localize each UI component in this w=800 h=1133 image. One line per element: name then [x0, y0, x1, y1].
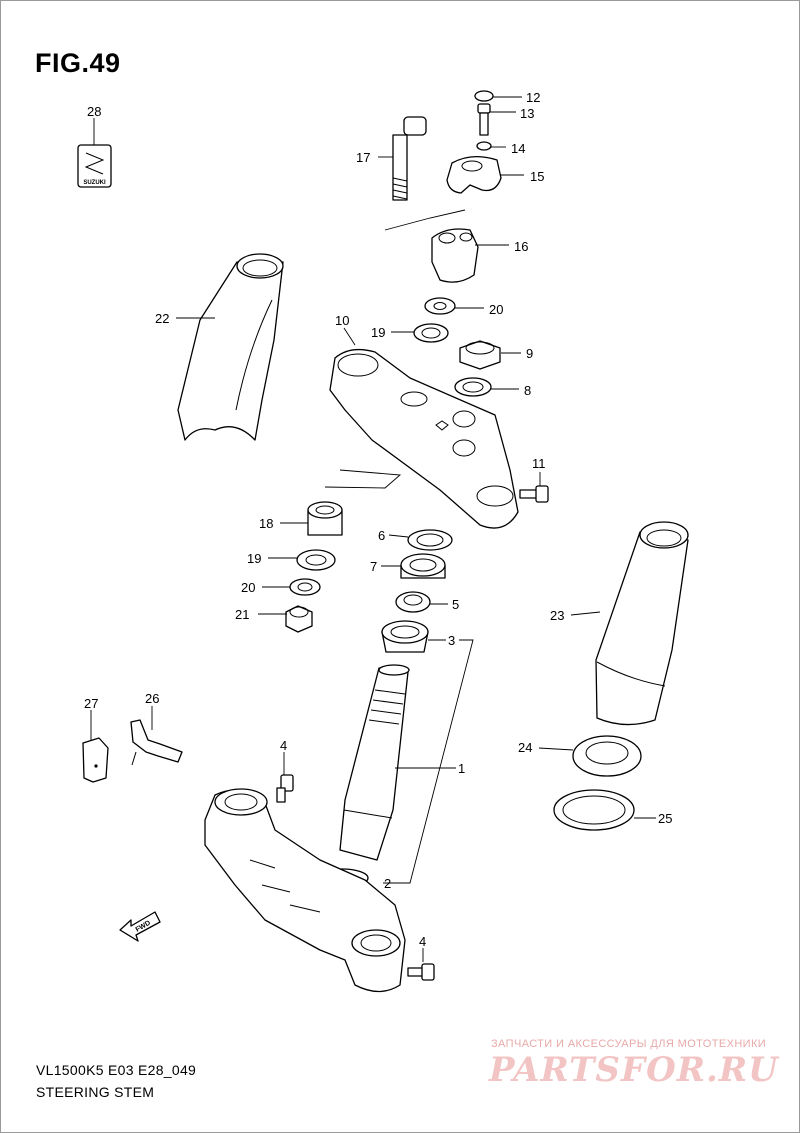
- part-20-washer-upper: [424, 297, 456, 315]
- callout-15: 15: [530, 169, 544, 184]
- part-16-handlebar-holder: [431, 228, 479, 283]
- callout-25: 25: [658, 811, 672, 826]
- callout-19-upper: 19: [371, 325, 385, 340]
- part-8-washer: [454, 377, 492, 397]
- callout-27: 27: [84, 696, 98, 711]
- callout-6: 6: [378, 528, 385, 543]
- callout-16: 16: [514, 239, 528, 254]
- part-18-spacer: [307, 501, 343, 536]
- alignment-line-2: [324, 469, 402, 489]
- callout-18: 18: [259, 516, 273, 531]
- part-14-washer: [476, 141, 492, 151]
- lower-bracket: [204, 788, 406, 993]
- part-4-bolt-lower: [407, 963, 435, 981]
- part-6-lock-nut: [407, 529, 453, 551]
- watermark-caption: ЗАПЧАСТИ И АКСЕССУАРЫ ДЛЯ МОТОТЕХНИКИ: [491, 1038, 767, 1050]
- section-name: STEERING STEM: [36, 1084, 155, 1100]
- callout-17: 17: [356, 150, 370, 165]
- callout-9: 9: [526, 346, 533, 361]
- emblem-text: SUZUKI: [83, 180, 106, 186]
- callout-13: 13: [520, 106, 534, 121]
- part-26-bolt: [130, 719, 183, 766]
- part-25-washer: [553, 789, 635, 831]
- fwd-arrow: FWD: [119, 911, 161, 942]
- callout-12: 12: [526, 90, 540, 105]
- callout-19-lower: 19: [247, 551, 261, 566]
- part-10-upper-bracket: [329, 348, 519, 529]
- part-17-bolt: [392, 116, 427, 201]
- part-3-bearing: [381, 620, 429, 653]
- callout-7: 7: [370, 559, 377, 574]
- callout-23: 23: [550, 608, 564, 623]
- callout-26: 26: [145, 691, 159, 706]
- part-23-fork-cover: [595, 521, 689, 726]
- part-1-steering-stem: [339, 664, 410, 861]
- leader-lines: [90, 96, 656, 962]
- callout-11: 11: [532, 456, 546, 471]
- callout-24: 24: [518, 740, 532, 755]
- callout-10: 10: [335, 313, 349, 328]
- watermark-logo: PARTSFOR.RU: [489, 1050, 779, 1090]
- callout-8: 8: [524, 383, 531, 398]
- part-13-screw: [477, 103, 491, 136]
- part-19-washer-upper: [413, 323, 449, 343]
- part-12-cap: [474, 90, 494, 102]
- callout-4-lower: 4: [419, 934, 426, 949]
- part-20-washer-lower: [289, 578, 321, 596]
- part-28-emblem: SUZUKI: [77, 144, 112, 188]
- callout-22: 22: [155, 311, 169, 326]
- callout-21: 21: [235, 607, 249, 622]
- callout-3: 3: [448, 633, 455, 648]
- part-4-bolt-upper: [276, 774, 294, 803]
- alignment-line: [384, 209, 466, 231]
- callout-20-lower: 20: [241, 580, 255, 595]
- part-24-spacer: [572, 735, 642, 777]
- part-11-bolt: [519, 485, 549, 503]
- callout-20-upper: 20: [489, 302, 503, 317]
- part-19-washer-lower: [296, 549, 336, 571]
- part-27-clip: [82, 737, 109, 783]
- callout-1: 1: [458, 761, 465, 776]
- part-22-fork-cover: [177, 253, 284, 441]
- callout-2: 2: [384, 876, 391, 891]
- callout-14: 14: [511, 141, 525, 156]
- callout-4-upper: 4: [280, 738, 287, 753]
- part-5-bearing: [395, 591, 431, 613]
- part-7-dust-seal: [400, 553, 446, 579]
- part-9-nut: [459, 340, 501, 370]
- model-code: VL1500K5 E03 E28_049: [36, 1062, 197, 1078]
- part-15-holder-cap: [446, 156, 502, 194]
- callout-5: 5: [452, 597, 459, 612]
- part-21-nut: [285, 605, 313, 633]
- callout-28: 28: [87, 104, 101, 119]
- figure-title: FIG.49: [35, 48, 121, 78]
